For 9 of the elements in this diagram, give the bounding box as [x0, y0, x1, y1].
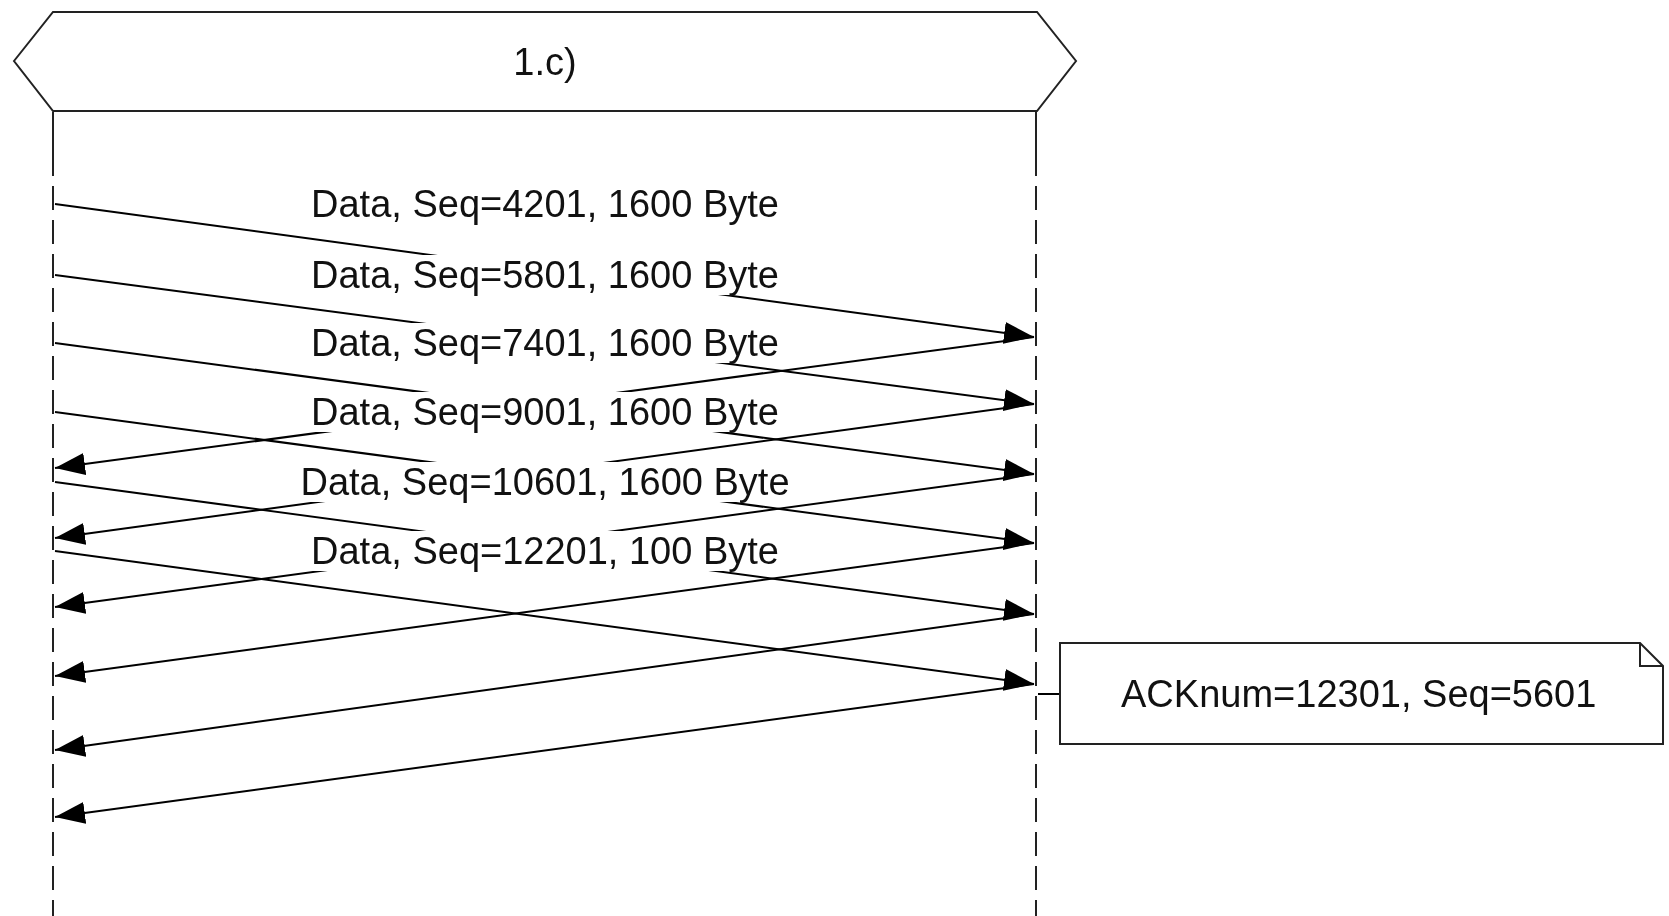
note-box [1059, 642, 1664, 745]
message-arrow [54, 683, 1035, 824]
lifeline [51, 112, 55, 916]
note-text: ACKnum=12301, Seq=5601 [1121, 672, 1597, 715]
connector-line [1037, 693, 1060, 695]
lifeline [1034, 112, 1038, 916]
header-label: 1.c) [513, 40, 577, 83]
hexagon-header [13, 11, 1077, 112]
message-arrow [54, 613, 1035, 757]
